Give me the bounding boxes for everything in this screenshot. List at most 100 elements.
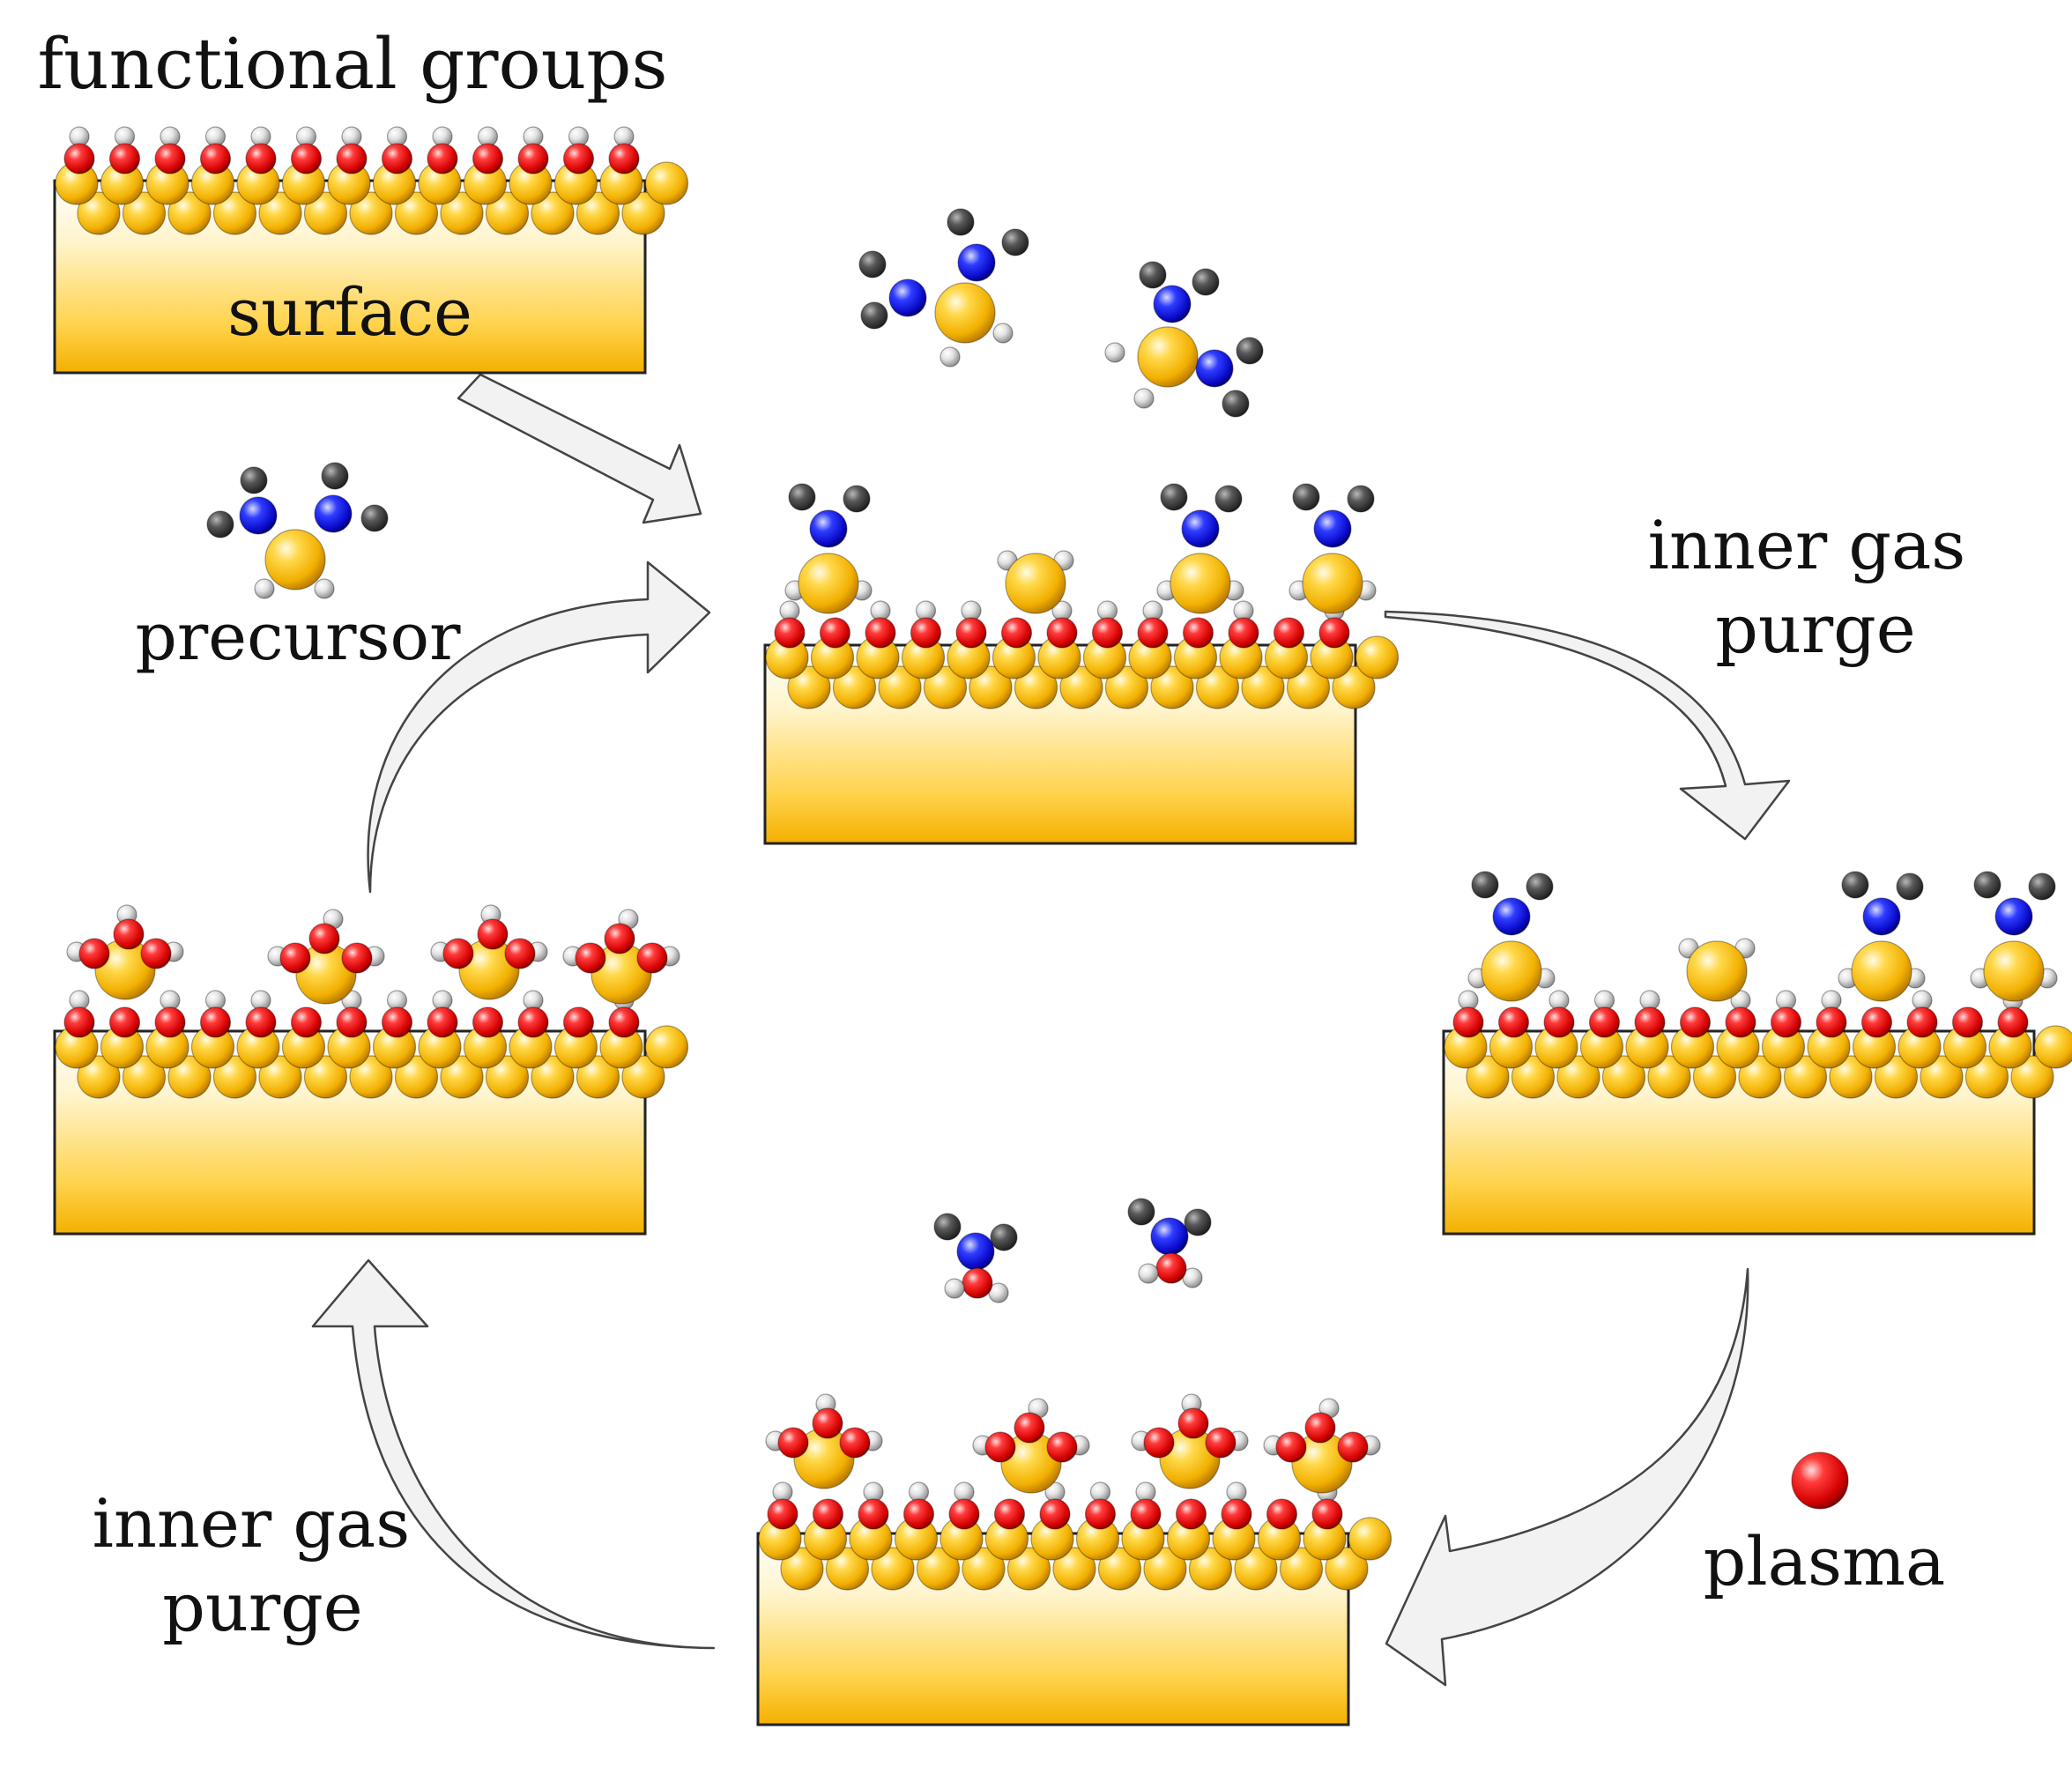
nitrogen-atom bbox=[1181, 509, 1220, 548]
oxygen-atom bbox=[1091, 617, 1124, 649]
oxygen-atom bbox=[839, 1427, 871, 1459]
carbon-atom bbox=[240, 466, 268, 494]
precursor-molecule-gas-2 bbox=[1104, 261, 1264, 418]
carbon-atom bbox=[1001, 228, 1029, 256]
substrate-atom bbox=[934, 282, 996, 344]
oxygen-atom bbox=[140, 938, 172, 969]
oxygen-atom bbox=[381, 143, 413, 174]
oxygen-atom bbox=[1014, 1412, 1045, 1444]
oxygen-atom bbox=[381, 1006, 413, 1038]
hydrogen-atom bbox=[254, 578, 275, 599]
substrate-atom bbox=[394, 1055, 439, 1099]
oxygen-atom bbox=[1175, 1498, 1207, 1530]
substrate-atom bbox=[485, 1055, 530, 1099]
oxygen-atom bbox=[108, 143, 141, 174]
nitrogen-atom bbox=[1862, 897, 1901, 936]
carbon-atom bbox=[206, 510, 234, 538]
substrate-atom bbox=[1137, 326, 1199, 388]
oxygen-atom bbox=[608, 143, 640, 174]
substrate-atom bbox=[621, 191, 665, 235]
arrow-to-step1 bbox=[367, 561, 711, 894]
carbon-atom bbox=[1896, 872, 1924, 901]
oxygen-atom bbox=[1221, 1498, 1252, 1530]
oxygen-atom bbox=[608, 1006, 640, 1038]
functional-groups-label: functional groups bbox=[38, 23, 668, 105]
oxygen-atom bbox=[1084, 1498, 1117, 1530]
carbon-atom bbox=[1236, 337, 1264, 365]
substrate-atom bbox=[77, 191, 121, 235]
oxygen-atom bbox=[1452, 1006, 1484, 1038]
oxygen-atom bbox=[1177, 1407, 1209, 1439]
surface-atoms-step1 bbox=[765, 483, 1400, 709]
precursor-molecule-legend bbox=[206, 462, 389, 599]
oxygen-atom bbox=[962, 1267, 993, 1299]
oxygen-atom bbox=[336, 1006, 368, 1038]
oxygen-atom bbox=[948, 1498, 980, 1530]
carbon-atom bbox=[1471, 871, 1499, 899]
substrate-atom bbox=[1738, 1055, 1782, 1099]
substrate-atom bbox=[440, 191, 484, 235]
substrate-atom bbox=[1692, 1055, 1737, 1099]
substrate-atom bbox=[1601, 1055, 1646, 1099]
substrate-atom bbox=[787, 665, 831, 709]
oxygen-atom bbox=[199, 143, 232, 174]
byproduct-molecule-1 bbox=[933, 1213, 1018, 1303]
oxygen-atom bbox=[1039, 1498, 1071, 1530]
oxygen-atom bbox=[767, 1498, 798, 1530]
hydrogen-atom bbox=[1104, 342, 1125, 363]
hydrogen-atom bbox=[314, 578, 335, 599]
carbon-atom bbox=[860, 301, 888, 330]
substrate-atom bbox=[1829, 1055, 1873, 1099]
surface-label: surface bbox=[227, 275, 472, 351]
oxygen-atom bbox=[777, 1427, 809, 1459]
oxygen-atom bbox=[245, 143, 277, 174]
oxygen-atom bbox=[1497, 1006, 1530, 1038]
hydrogen-atom bbox=[992, 323, 1014, 344]
oxygen-atom bbox=[341, 942, 373, 974]
substrate-atom bbox=[1104, 665, 1149, 709]
oxygen-atom bbox=[504, 938, 536, 969]
substrate-atom bbox=[1332, 665, 1376, 709]
precursor-molecule-gas-1 bbox=[858, 208, 1029, 368]
carbon-atom bbox=[1841, 871, 1869, 899]
carbon-atom bbox=[933, 1213, 962, 1241]
substrate-atom bbox=[780, 1547, 824, 1591]
substrate-atom bbox=[825, 1547, 870, 1591]
substrate-atom bbox=[576, 1055, 620, 1099]
substrate-atom bbox=[1964, 1055, 2009, 1099]
oxygen-atom bbox=[1337, 1431, 1369, 1463]
substrate-atom bbox=[1188, 1547, 1233, 1591]
precursor-label: precursor bbox=[136, 599, 462, 675]
oxygen-atom bbox=[1130, 1498, 1162, 1530]
substrate-atom bbox=[394, 191, 439, 235]
oxygen-atom bbox=[1951, 1006, 1984, 1038]
substrate-atom bbox=[122, 1055, 167, 1099]
substrate-atom bbox=[349, 1055, 393, 1099]
substrate-atom bbox=[1170, 553, 1231, 614]
oxygen-atom bbox=[562, 1006, 595, 1038]
oxygen-atom bbox=[819, 617, 851, 649]
oxygen-atom bbox=[427, 143, 458, 174]
substrate-atom bbox=[1097, 1547, 1142, 1591]
substrate-atom bbox=[621, 1055, 665, 1099]
substrate-atom bbox=[1325, 1547, 1369, 1591]
oxygen-atom bbox=[636, 942, 668, 974]
hydrogen-atom bbox=[1138, 1263, 1159, 1284]
carbon-atom bbox=[843, 485, 871, 513]
substrate-atom bbox=[1286, 665, 1331, 709]
oxygen-atom bbox=[427, 1006, 458, 1038]
byproduct-molecule-2 bbox=[1127, 1198, 1212, 1288]
oxygen-atom bbox=[865, 617, 896, 649]
nitrogen-atom bbox=[957, 243, 996, 282]
carbon-atom bbox=[2028, 872, 2056, 901]
oxygen-atom bbox=[1770, 1006, 1802, 1038]
surface-atoms-top-left bbox=[55, 126, 689, 235]
nitrogen-atom bbox=[888, 278, 927, 317]
substrate-atom bbox=[1686, 940, 1748, 1002]
oxygen-atom bbox=[955, 617, 987, 649]
carbon-atom bbox=[1192, 268, 1220, 296]
oxygen-atom bbox=[984, 1431, 1016, 1463]
oxygen-atom bbox=[604, 923, 635, 954]
substrate-atom bbox=[923, 665, 968, 709]
substrate-atom bbox=[1006, 1547, 1051, 1591]
